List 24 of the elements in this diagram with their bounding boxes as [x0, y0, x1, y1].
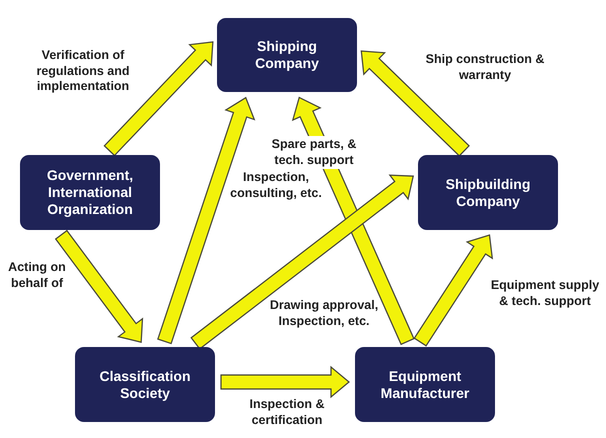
edge-label: Verification of regulations and implementation [35, 48, 131, 95]
edge-label: Inspection & certification [248, 397, 326, 428]
entity-name: Classification Society [98, 368, 192, 402]
entity-box [355, 347, 495, 422]
edge-label: Ship construction & warranty [425, 52, 545, 84]
edge-label: Equipment supply & tech. support [490, 278, 600, 310]
block-arrow [190, 174, 414, 350]
block-arrow [54, 230, 144, 343]
block-arrow [104, 41, 214, 156]
entity-box [75, 347, 215, 422]
entity-box [217, 18, 357, 92]
edge-label: Inspection, consulting, etc. [229, 170, 323, 202]
block-arrow [360, 50, 470, 156]
entity-name: Shipbuilding Company [444, 176, 532, 210]
entity-name: Shipping Company [254, 38, 320, 72]
entity-name: Government, International Organization [46, 167, 134, 218]
block-arrow [414, 234, 494, 347]
entity-box [418, 155, 558, 230]
block-arrow [220, 366, 350, 398]
entity-box [20, 155, 160, 230]
entity-name: Equipment Manufacturer [380, 368, 470, 402]
edge-label: Drawing approval, Inspection, etc. [268, 298, 380, 330]
edge-label: Acting on behalf of [7, 260, 67, 292]
block-arrow [157, 96, 256, 344]
